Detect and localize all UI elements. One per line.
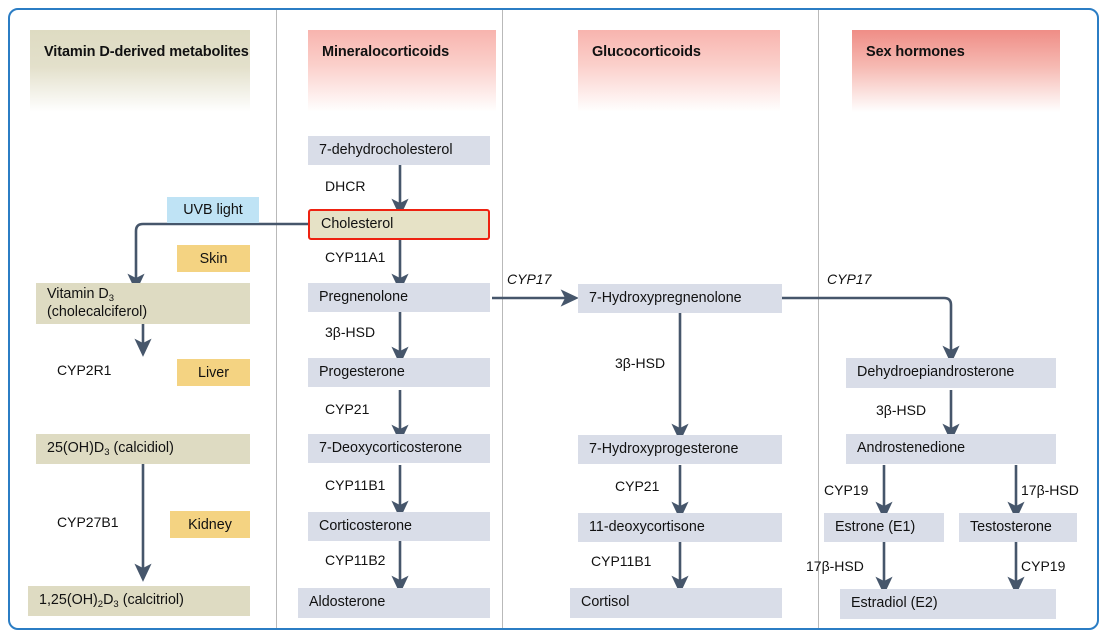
column-header-sex-hormones-label: Sex hormones <box>866 44 965 60</box>
node-vitamin-d3-line1: Vitamin D <box>47 286 109 303</box>
enzyme-cyp11a1: CYP11A1 <box>325 249 386 265</box>
tag-uvb-light-label: UVB light <box>183 202 243 218</box>
tag-uvb-light: UVB light <box>167 197 259 223</box>
enzyme-cyp11b2: CYP11B2 <box>325 552 386 568</box>
node-progesterone: Progesterone <box>308 358 490 387</box>
node-corticosterone: Corticosterone <box>308 512 490 541</box>
enzyme-cyp19-right: CYP19 <box>1021 558 1066 574</box>
enzyme-17b-hsd-right: 17β-HSD <box>1021 482 1079 498</box>
node-calcitriol-mid: D <box>103 592 114 609</box>
column-header-sex-hormones: Sex hormones <box>852 30 1060 112</box>
node-pregnenolone: Pregnenolone <box>308 283 490 312</box>
enzyme-cyp21-gluco: CYP21 <box>615 478 660 494</box>
node-11-deoxycortisone: 11-deoxycortisone <box>578 513 782 542</box>
enzyme-cyp21-mineralo: CYP21 <box>325 401 370 417</box>
node-testosterone: Testosterone <box>959 513 1077 542</box>
node-estrone: Estrone (E1) <box>824 513 944 542</box>
enzyme-cyp11b1-gluco: CYP11B1 <box>591 553 652 569</box>
enzyme-cyp2r1: CYP2R1 <box>57 362 112 378</box>
enzyme-cyp11b1-mineralo: CYP11B1 <box>325 477 386 493</box>
enzyme-17b-hsd-left: 17β-HSD <box>806 558 864 574</box>
node-calcitriol-post: (calcitriol) <box>118 592 184 609</box>
node-7-hydroxypregnenolone: 7-Hydroxypregnenolone <box>578 284 782 313</box>
column-header-glucocorticoids-label: Glucocorticoids <box>592 44 701 60</box>
enzyme-cyp17-right: CYP17 <box>827 271 872 287</box>
tag-kidney-label: Kidney <box>188 516 232 533</box>
node-estradiol: Estradiol (E2) <box>840 589 1056 619</box>
node-vitamin-d3-sub: 3 <box>108 293 115 305</box>
enzyme-cyp19-left: CYP19 <box>824 482 869 498</box>
tag-skin-label: Skin <box>199 250 228 267</box>
node-vitamin-d3: Vitamin D3 (cholecalciferol) <box>36 283 250 324</box>
enzyme-3b-hsd-mineralo: 3β-HSD <box>325 324 376 340</box>
column-header-vitamin-d-label: Vitamin D-derived metabolites <box>44 44 249 60</box>
node-calcidiol-post: (calcidiol) <box>109 440 174 457</box>
enzyme-dhcr: DHCR <box>325 178 366 194</box>
tag-skin: Skin <box>177 245 250 272</box>
node-vitamin-d3-line2: (cholecalciferol) <box>47 303 148 320</box>
enzyme-cyp17-left: CYP17 <box>507 271 552 287</box>
node-7-dehydrocholesterol: 7-dehydrocholesterol <box>308 136 490 165</box>
column-header-glucocorticoids: Glucocorticoids <box>578 30 780 112</box>
tag-liver: Liver <box>177 359 250 386</box>
tag-kidney: Kidney <box>170 511 250 538</box>
node-calcidiol-sub: 3 <box>104 447 110 459</box>
node-calcidiol-pre: 25(OH)D <box>47 440 105 457</box>
node-calcitriol-sub1: 2 <box>97 599 104 611</box>
tag-liver-label: Liver <box>198 364 229 381</box>
node-androstenedione: Androstenedione <box>846 434 1056 464</box>
column-divider-2 <box>502 10 503 628</box>
enzyme-3b-hsd-sex: 3β-HSD <box>876 402 927 418</box>
node-calcidiol: 25(OH)D3 (calcidiol) <box>36 434 250 464</box>
node-dehydroepiandrosterone: Dehydroepiandrosterone <box>846 358 1056 388</box>
node-aldosterone: Aldosterone <box>298 588 490 618</box>
node-cortisol: Cortisol <box>570 588 782 618</box>
node-7-hydroxyprogesterone: 7-Hydroxyprogesterone <box>578 435 782 464</box>
column-divider-1 <box>276 10 277 628</box>
node-calcitriol-sub2: 3 <box>113 599 119 611</box>
column-header-mineralocorticoids: Mineralocorticoids <box>308 30 496 112</box>
column-header-vitamin-d: Vitamin D-derived metabolites <box>30 30 250 112</box>
enzyme-cyp27b1: CYP27B1 <box>57 514 119 530</box>
column-header-mineralocorticoids-label: Mineralocorticoids <box>322 44 450 60</box>
enzyme-3b-hsd-gluco: 3β-HSD <box>615 355 666 371</box>
node-calcitriol: 1,25(OH)2D3 (calcitriol) <box>28 586 250 616</box>
column-divider-3 <box>818 10 819 628</box>
node-calcitriol-pre: 1,25(OH) <box>39 592 98 609</box>
node-7-deoxycorticosterone: 7-Deoxycorticosterone <box>308 434 490 463</box>
node-cholesterol: Cholesterol <box>308 209 490 240</box>
